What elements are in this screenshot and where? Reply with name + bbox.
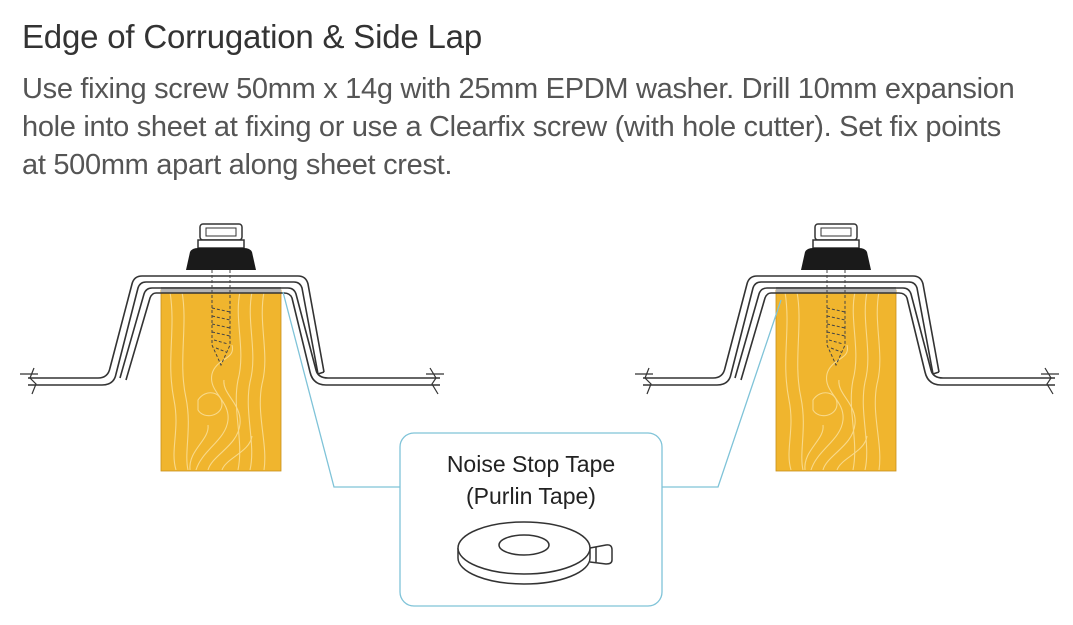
callout-subtitle: (Purlin Tape) (466, 483, 596, 509)
right-fixing-assembly (634, 223, 1060, 472)
description-line: hole into sheet at fixing or use a Clear… (22, 111, 1001, 143)
page-title: Edge of Corrugation & Side Lap (22, 18, 482, 55)
left-fixing-assembly (19, 223, 445, 472)
description-line: at 500mm apart along sheet crest. (22, 149, 453, 181)
description: Use fixing screw 50mm x 14g with 25mm EP… (22, 70, 1067, 184)
callout-title: Noise Stop Tape (447, 451, 615, 477)
tape-roll-icon (457, 521, 613, 585)
description-line: Use fixing screw 50mm x 14g with 25mm EP… (22, 73, 1015, 105)
callout-leaders (282, 291, 782, 488)
